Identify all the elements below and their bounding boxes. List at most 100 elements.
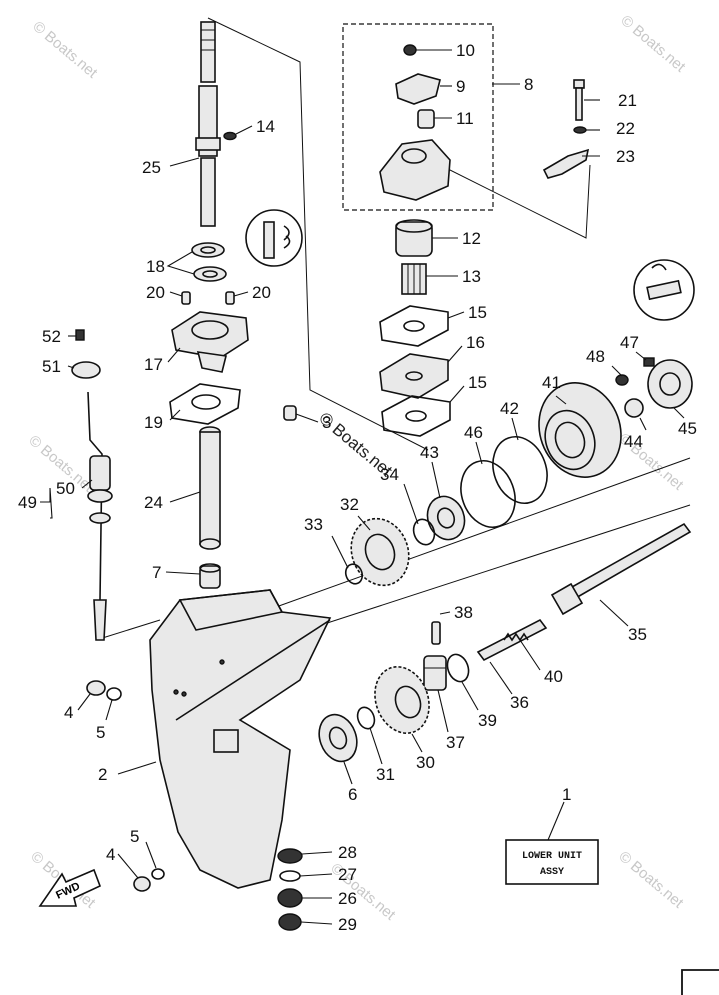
gasket-15-bottom — [381, 395, 451, 437]
water-tube-24 — [199, 426, 221, 550]
callout-47: 47 — [620, 333, 639, 352]
shim-34 — [412, 518, 436, 546]
pump-housing — [379, 139, 451, 201]
callout-27: 27 — [338, 865, 357, 884]
callout-40: 40 — [544, 667, 563, 686]
callout-52: 52 — [42, 327, 61, 346]
propeller-shaft-35 — [550, 522, 692, 616]
callout-46: 46 — [464, 423, 483, 442]
callout-6: 6 — [348, 785, 357, 804]
drive-shaft — [195, 21, 221, 227]
lower-unit-assy-box: LOWER UNIT ASSY — [505, 801, 599, 885]
bearing-6 — [318, 713, 358, 763]
nut-28 — [277, 848, 303, 864]
pin-38 — [431, 621, 441, 645]
callouts: 10 9 8 11 21 22 23 14 25 12 13 18 20 20 … — [18, 41, 697, 934]
washer-22 — [573, 126, 587, 134]
callout-25: 25 — [142, 158, 161, 177]
callout-35: 35 — [628, 625, 647, 644]
lower-unit-label: LOWER UNIT — [522, 851, 582, 862]
fwd-arrow: FWD — [38, 868, 102, 907]
washer-5-upper — [106, 687, 122, 701]
plate-16 — [379, 353, 449, 399]
watermark-top-left: © Boats.net — [29, 18, 101, 82]
callout-21: 21 — [618, 91, 637, 110]
bearing-45 — [647, 359, 693, 409]
callout-33: 33 — [304, 515, 323, 534]
washer-27 — [279, 870, 301, 882]
part-26 — [277, 888, 303, 908]
callout-26: 26 — [338, 889, 357, 908]
gasket-19 — [169, 383, 241, 425]
callout-9: 9 — [456, 77, 465, 96]
callout-42: 42 — [500, 399, 519, 418]
callout-3: 3 — [322, 413, 331, 432]
grease-inset-circle-2 — [633, 259, 695, 321]
gasket-15-top — [379, 305, 449, 347]
callout-8: 8 — [524, 75, 533, 94]
callout-36: 36 — [510, 693, 529, 712]
bearing-housing-41 — [538, 382, 622, 478]
callout-5-lower: 5 — [130, 827, 139, 846]
impeller-13 — [401, 263, 427, 295]
dog-clutch-37 — [423, 655, 447, 691]
callout-48: 48 — [586, 347, 605, 366]
shim-31 — [356, 706, 376, 730]
bearing-43 — [426, 495, 466, 541]
callout-23: 23 — [616, 147, 635, 166]
callout-2: 2 — [98, 765, 107, 784]
plate-23 — [542, 148, 590, 179]
oil-seal-44 — [624, 398, 644, 418]
grease-inset-circle-1 — [245, 209, 303, 267]
callout-44: 44 — [624, 432, 643, 451]
ring-39 — [446, 653, 470, 683]
callout-51: 51 — [42, 357, 61, 376]
callout-39: 39 — [478, 711, 497, 730]
callout-34: 34 — [380, 465, 399, 484]
callout-50: 50 — [56, 479, 75, 498]
forward-gear-32 — [350, 517, 410, 587]
corner-box-fragment — [681, 969, 719, 995]
bearing-housing-17 — [171, 311, 249, 373]
callout-22: 22 — [616, 119, 635, 138]
callout-32: 32 — [340, 495, 359, 514]
washer-48 — [615, 374, 629, 386]
callout-5-upper: 5 — [96, 723, 105, 742]
shift-rod-assembly — [71, 329, 113, 641]
bolt-4-upper — [86, 680, 106, 696]
insert-11 — [417, 109, 435, 129]
leader-lines — [40, 49, 685, 925]
impeller-housing-12 — [395, 221, 433, 257]
callout-20-right: 20 — [252, 283, 271, 302]
water-pump-parts — [379, 44, 451, 437]
callout-10: 10 — [456, 41, 475, 60]
callout-4-lower: 4 — [106, 845, 115, 864]
washer-5-lower — [151, 868, 165, 880]
callout-15-bottom: 15 — [468, 373, 487, 392]
callout-14: 14 — [256, 117, 275, 136]
grommet-7 — [199, 563, 221, 589]
callout-16: 16 — [466, 333, 485, 352]
callout-18: 18 — [146, 257, 165, 276]
cover-9 — [395, 73, 441, 105]
watermark-top-right: © Boats.net — [617, 12, 689, 76]
reverse-gear-30 — [374, 666, 430, 734]
screw-10 — [403, 44, 417, 56]
shift-plunger-40 — [476, 618, 548, 662]
drain-group — [277, 848, 303, 931]
callout-41: 41 — [542, 373, 561, 392]
callout-38: 38 — [454, 603, 473, 622]
callout-37: 37 — [446, 733, 465, 752]
callout-20-left: 20 — [146, 283, 165, 302]
bearings-18 — [191, 242, 227, 282]
callout-13: 13 — [462, 267, 481, 286]
callout-1: 1 — [562, 785, 571, 804]
callout-15-top: 15 — [468, 303, 487, 322]
lower-casing-2 — [149, 589, 332, 889]
shim-33 — [344, 563, 364, 585]
water-pump-assembly-box — [342, 23, 494, 211]
callout-11: 11 — [456, 109, 474, 128]
callout-24: 24 — [144, 493, 163, 512]
part-29 — [278, 913, 302, 931]
